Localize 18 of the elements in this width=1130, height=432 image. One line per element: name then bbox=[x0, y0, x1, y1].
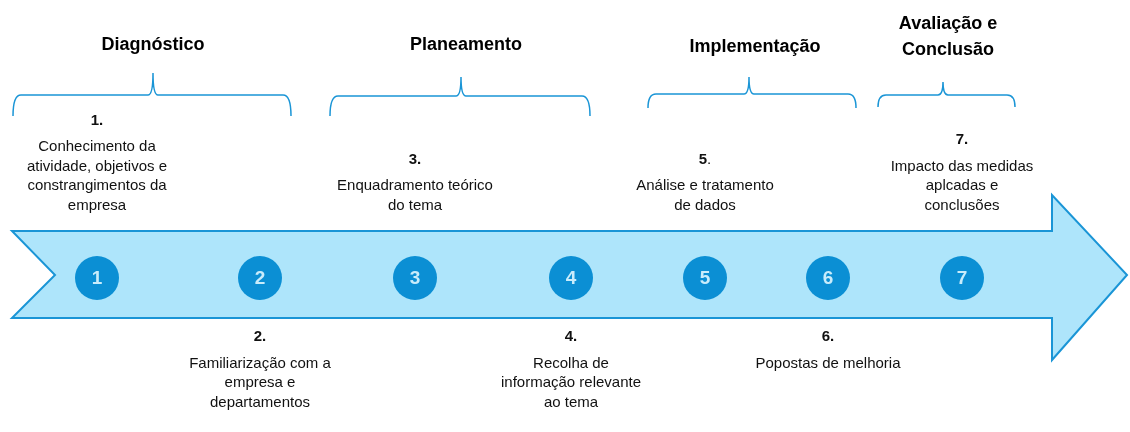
step-description: Conhecimento da atividade, objetivos e constrangimentos da empresa bbox=[25, 136, 169, 214]
phase-heading: Avaliação e Conclusão bbox=[897, 12, 999, 61]
step-number: 1. bbox=[90, 109, 104, 129]
step-description: Familiarização com a empresa e departamentos bbox=[188, 352, 332, 411]
step-number: 5. bbox=[698, 148, 712, 168]
step-description: Enquadramento teórico do tema bbox=[336, 175, 494, 214]
step-number: 6. bbox=[821, 326, 835, 346]
step-description: Popostas de melhoria bbox=[755, 352, 901, 372]
step-number: 4. bbox=[564, 326, 578, 346]
step-description: Recolha de informação relevante ao tema bbox=[499, 352, 643, 411]
step-number: 7. bbox=[955, 129, 969, 149]
phase-heading: Diagnóstico bbox=[100, 33, 206, 56]
step-description: Impacto das medidas aplcadas e conclusões bbox=[889, 155, 1035, 214]
step-description: Análise e tratamento de dados bbox=[635, 175, 775, 214]
phase-heading: Planeamento bbox=[408, 33, 523, 56]
step-number: 2. bbox=[253, 326, 267, 346]
step-number: 3. bbox=[408, 148, 422, 168]
phase-heading: Implementação bbox=[688, 35, 822, 58]
